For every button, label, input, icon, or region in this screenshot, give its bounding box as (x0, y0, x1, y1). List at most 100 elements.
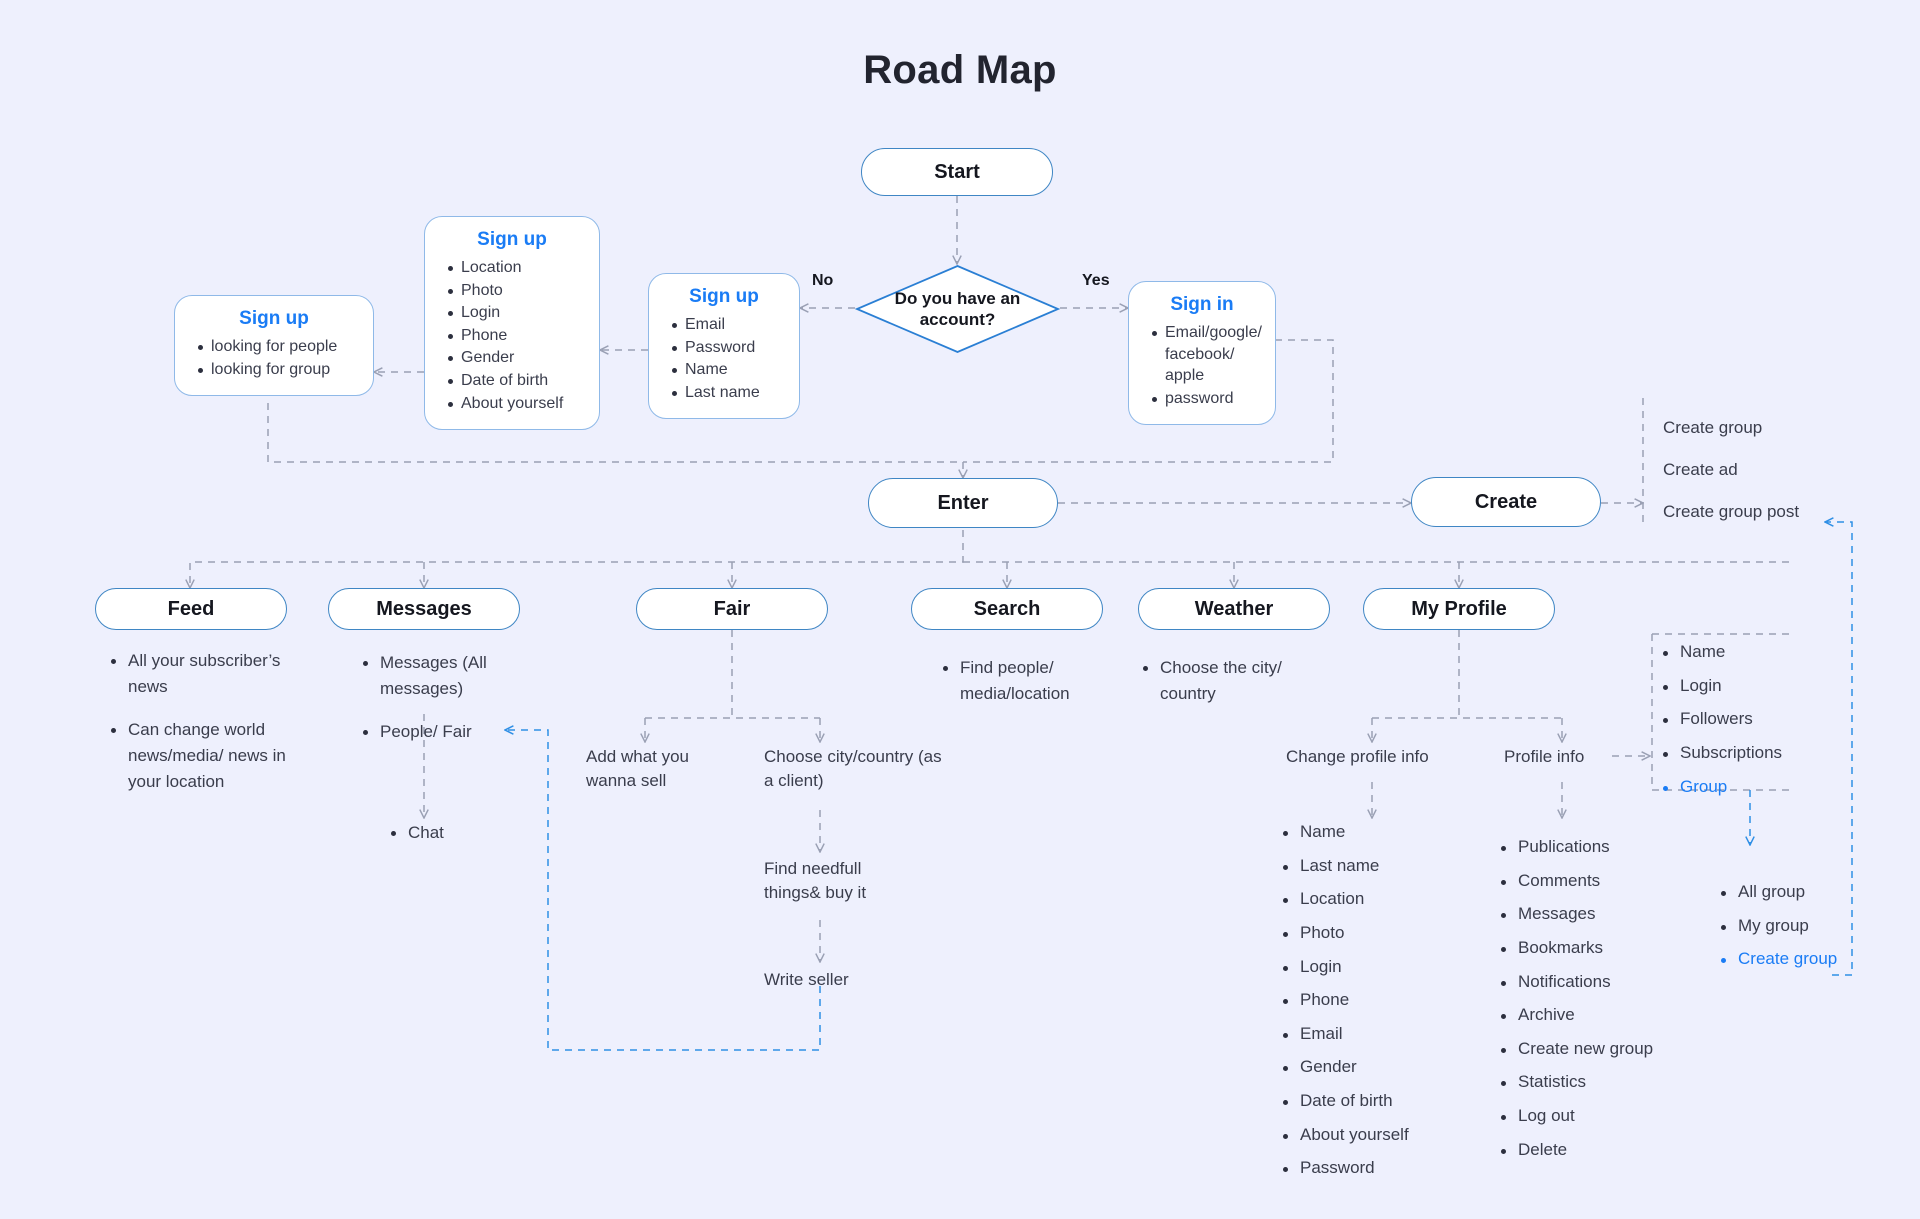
list-item: Choose the city/ country (1140, 655, 1320, 708)
node-decision-label: Do you have an account? (894, 288, 1021, 329)
list-item: Chat (388, 820, 528, 846)
node-fair-label: Fair (713, 597, 751, 620)
card-signin-title: Sign in (1170, 294, 1234, 315)
node-create[interactable]: Create (1411, 477, 1601, 527)
card-signup-credentials[interactable]: Sign up Email Password Name Last name (648, 273, 800, 420)
create-option[interactable]: Create group (1663, 418, 1763, 437)
list-item-create-group[interactable]: Create group (1718, 947, 1848, 972)
list-item: Login (1660, 674, 1830, 699)
list-item: password (1152, 388, 1261, 410)
list-item: Name (1280, 820, 1460, 845)
diamond-shape (855, 265, 1060, 353)
weather-detail-list: Choose the city/ country (1140, 655, 1320, 708)
list-item: Log out (1498, 1104, 1698, 1129)
list-item: Subscriptions (1660, 741, 1830, 766)
list-item: Messages (All messages) (360, 650, 520, 703)
create-option[interactable]: Create group post (1663, 502, 1800, 521)
card-signup-profile[interactable]: Sign up Location Photo Login Phone Gende… (424, 216, 600, 431)
messages-chat-item: Chat (388, 820, 528, 846)
list-item: All your subscriber’s news (108, 648, 308, 701)
list-item: Last name (1280, 854, 1460, 879)
list-item: Delete (1498, 1138, 1698, 1163)
fair-left-branch: Add what you wanna sell (586, 747, 690, 790)
list-item-group[interactable]: Group (1660, 775, 1830, 800)
node-start-label: Start (934, 160, 980, 183)
node-weather[interactable]: Weather (1138, 588, 1330, 630)
create-options-list: Create group Create ad Create group post (1663, 418, 1799, 544)
list-item: About yourself (448, 393, 585, 415)
node-messages[interactable]: Messages (328, 588, 520, 630)
card-signup-interest[interactable]: Sign up looking for people looking for g… (174, 295, 374, 397)
list-item: All group (1718, 880, 1848, 905)
search-detail-list: Find people/ media/location (940, 655, 1120, 708)
fair-find-buy: Find needfull things& buy it (764, 859, 867, 902)
card-signup-interest-list: looking for people looking for group (189, 336, 359, 380)
list-item: looking for people (198, 336, 359, 358)
list-item: My group (1718, 914, 1848, 939)
list-item: Photo (448, 280, 585, 302)
node-feed-label: Feed (167, 597, 215, 620)
fair-write-seller: Write seller (764, 970, 849, 989)
list-item: Publications (1498, 835, 1698, 860)
change-profile-info-label: Change profile info (1286, 747, 1429, 766)
list-item: Email (1280, 1022, 1460, 1047)
list-item: Notifications (1498, 970, 1698, 995)
node-my-profile-label: My Profile (1411, 597, 1507, 620)
node-start[interactable]: Start (861, 148, 1053, 196)
feed-detail-list: All your subscriber’s news Can change wo… (108, 648, 308, 812)
list-item: Photo (1280, 921, 1460, 946)
list-item: Location (448, 257, 585, 279)
list-item: Create new group (1498, 1037, 1698, 1062)
card-signup-credentials-title: Sign up (689, 286, 759, 307)
node-enter[interactable]: Enter (868, 478, 1058, 528)
list-item: Archive (1498, 1003, 1698, 1028)
page-title: Road Map (863, 48, 1057, 92)
list-item: Bookmarks (1498, 936, 1698, 961)
node-weather-label: Weather (1194, 597, 1274, 620)
change-profile-fields-list: Name Last name Location Photo Login Phon… (1280, 820, 1460, 1190)
list-item: Date of birth (448, 370, 585, 392)
list-item: Login (448, 302, 585, 324)
edge-label-no: No (812, 272, 834, 289)
list-item: Name (672, 359, 785, 381)
list-item: Followers (1660, 707, 1830, 732)
profile-info-label: Profile info (1504, 747, 1585, 766)
list-item: Statistics (1498, 1070, 1698, 1095)
card-signup-interest-title: Sign up (239, 308, 309, 329)
node-search-label: Search (973, 597, 1041, 620)
card-signup-profile-list: Location Photo Login Phone Gender Date o… (439, 257, 585, 414)
list-item: Password (1280, 1156, 1460, 1181)
list-item: looking for group (198, 359, 359, 381)
list-item: People/ Fair (360, 719, 520, 745)
list-item: Phone (448, 325, 585, 347)
list-item: Find people/ media/location (940, 655, 1120, 708)
list-item: Password (672, 337, 785, 359)
list-item: Phone (1280, 988, 1460, 1013)
profile-overview-list: Name Login Followers Subscriptions Group (1660, 640, 1830, 808)
card-signin[interactable]: Sign in Email/google/ facebook/ apple pa… (1128, 281, 1276, 426)
list-item: Email (672, 314, 785, 336)
node-my-profile[interactable]: My Profile (1363, 588, 1555, 630)
create-option[interactable]: Create ad (1663, 460, 1738, 479)
node-fair[interactable]: Fair (636, 588, 828, 630)
messages-detail-list: Messages (All messages) People/ Fair (360, 650, 520, 761)
node-decision[interactable]: Do you have an account? (855, 264, 1060, 354)
list-item: Messages (1498, 902, 1698, 927)
group-options-list: All group My group Create group (1718, 880, 1848, 981)
list-item: Date of birth (1280, 1089, 1460, 1114)
node-create-label: Create (1474, 490, 1538, 513)
node-search[interactable]: Search (911, 588, 1103, 630)
card-signup-credentials-list: Email Password Name Last name (663, 314, 785, 403)
list-item: Location (1280, 887, 1460, 912)
node-messages-label: Messages (376, 597, 472, 620)
list-item: Gender (448, 347, 585, 369)
edge-label-yes: Yes (1082, 272, 1110, 289)
node-feed[interactable]: Feed (95, 588, 287, 630)
fair-right-branch: Choose city/country (as a client) (764, 747, 942, 790)
list-item: Login (1280, 955, 1460, 980)
card-signup-profile-title: Sign up (477, 229, 547, 250)
list-item: Comments (1498, 869, 1698, 894)
list-item: Last name (672, 382, 785, 404)
list-item: About yourself (1280, 1123, 1460, 1148)
